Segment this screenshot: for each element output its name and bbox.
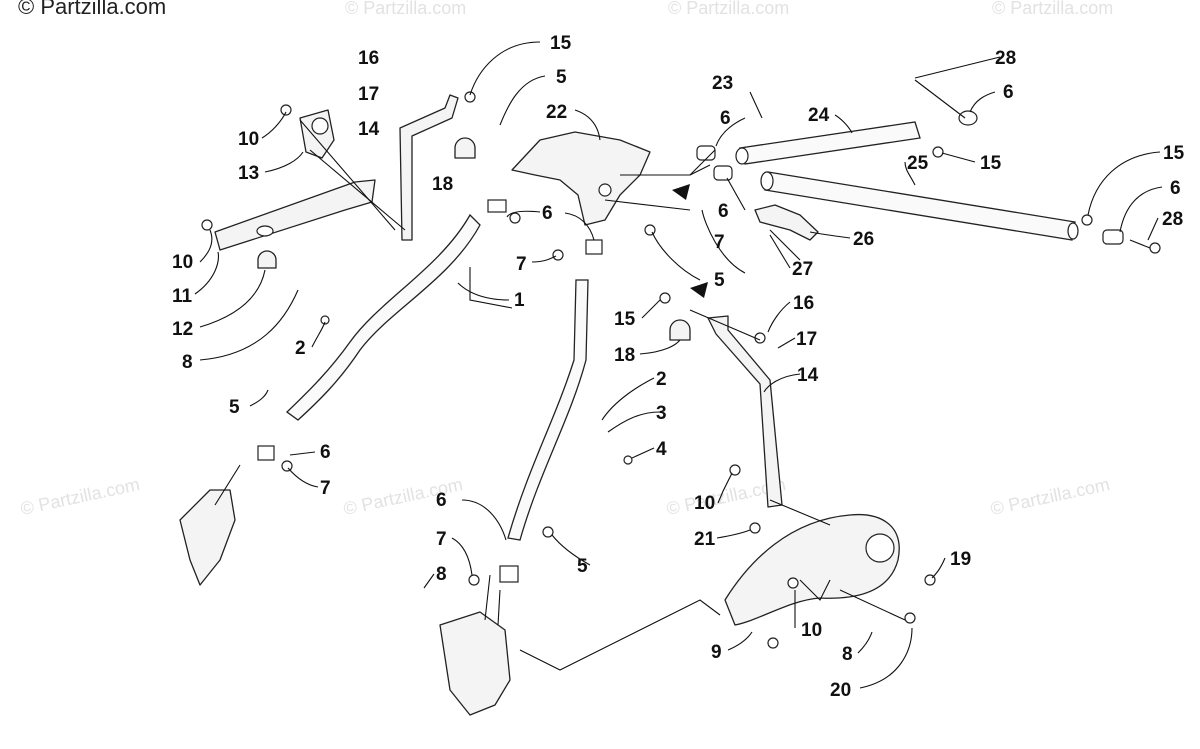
callout-4: 4 <box>656 439 667 460</box>
copyright-text: © Partzilla.com <box>18 0 166 19</box>
bushing <box>713 165 733 181</box>
callout-6: 6 <box>718 201 729 222</box>
callout-7: 7 <box>320 478 331 499</box>
watermark: © Partzilla.com <box>668 0 789 18</box>
callout-22: 22 <box>546 102 567 123</box>
callout-5: 5 <box>556 67 567 88</box>
brace-hole <box>256 225 274 237</box>
bushing <box>696 145 716 161</box>
callout-11: 11 <box>172 286 193 307</box>
callout-19: 19 <box>950 549 971 570</box>
callout-26: 26 <box>853 229 874 250</box>
callout-28: 28 <box>1162 209 1183 230</box>
callout-5: 5 <box>229 397 240 418</box>
callout-14: 14 <box>358 119 380 140</box>
bracket-26 <box>754 204 819 241</box>
callout-labels: 15 16 17 5 22 14 10 13 18 23 24 6 28 6 1… <box>172 33 1185 701</box>
callout-6: 6 <box>720 108 731 129</box>
callout-24: 24 <box>808 105 830 126</box>
callout-2: 2 <box>656 369 667 390</box>
callout-21: 21 <box>694 529 716 550</box>
assembly-lines <box>214 79 1151 671</box>
callout-25: 25 <box>907 153 929 174</box>
left-frame-casting <box>179 489 236 586</box>
left-brace <box>214 179 376 251</box>
head-bore <box>598 183 612 197</box>
callout-6: 6 <box>436 490 447 511</box>
callout-8: 8 <box>182 352 193 373</box>
callout-10: 10 <box>801 620 822 641</box>
clamp-small <box>487 199 507 213</box>
callout-17: 17 <box>358 84 379 105</box>
clamp <box>257 250 277 269</box>
upright-strap-left <box>399 94 459 241</box>
callout-10: 10 <box>172 252 193 273</box>
tube-end <box>735 147 749 165</box>
callout-7: 7 <box>714 232 725 253</box>
callout-27: 27 <box>792 259 813 280</box>
tube-upper <box>739 121 921 165</box>
callout-16: 16 <box>358 48 379 69</box>
callout-28: 28 <box>995 48 1016 69</box>
upright-strap-right <box>707 315 783 508</box>
callout-5: 5 <box>577 556 588 577</box>
hardware <box>201 91 1161 649</box>
callout-10: 10 <box>694 493 715 514</box>
main-tube-right-leg <box>507 279 589 541</box>
direction-arrow <box>690 282 708 298</box>
main-tube-left-leg <box>285 213 481 421</box>
callout-12: 12 <box>172 319 193 340</box>
plate-hole <box>865 533 895 563</box>
callout-9: 9 <box>711 642 722 663</box>
clamp-small <box>585 239 603 255</box>
callout-8: 8 <box>436 564 447 585</box>
callout-10: 10 <box>238 129 259 150</box>
callout-17: 17 <box>796 329 817 350</box>
watermark: © Partzilla.com <box>345 0 466 18</box>
parts-artwork <box>179 79 1161 716</box>
clamp-small <box>499 565 519 583</box>
watermark: © Partzilla.com <box>19 474 142 519</box>
callout-23: 23 <box>712 73 733 94</box>
callout-1: 1 <box>514 290 525 311</box>
watermark: © Partzilla.com <box>989 474 1112 519</box>
callout-20: 20 <box>830 680 851 701</box>
callout-18: 18 <box>432 174 453 195</box>
callout-6: 6 <box>320 442 331 463</box>
callout-6: 6 <box>542 203 553 224</box>
callout-7: 7 <box>516 254 527 275</box>
callout-leaders <box>194 41 1163 689</box>
callout-2: 2 <box>295 338 306 359</box>
callout-18: 18 <box>614 345 635 366</box>
bushing <box>958 110 978 126</box>
tube-end <box>760 171 774 191</box>
callout-8: 8 <box>842 644 853 665</box>
callout-15: 15 <box>614 309 636 330</box>
callout-5: 5 <box>714 270 725 291</box>
callout-15: 15 <box>980 153 1002 174</box>
callout-15: 15 <box>1163 143 1185 164</box>
clamp-small <box>257 445 275 461</box>
bushing <box>1102 229 1124 245</box>
lower-frame-casting <box>439 611 511 716</box>
callout-7: 7 <box>436 529 447 550</box>
tube-end <box>1067 222 1079 240</box>
callout-3: 3 <box>656 403 667 424</box>
right-mount-plate <box>724 513 900 626</box>
direction-arrow <box>672 184 690 200</box>
watermark: © Partzilla.com <box>992 0 1113 18</box>
callout-15: 15 <box>550 33 572 54</box>
callout-6: 6 <box>1170 178 1181 199</box>
callout-16: 16 <box>793 293 814 314</box>
callout-13: 13 <box>238 163 259 184</box>
clamp-top <box>454 137 476 159</box>
clamp-right <box>669 319 691 341</box>
bracket-hole <box>311 117 329 135</box>
callout-14: 14 <box>797 365 819 386</box>
callout-6: 6 <box>1003 82 1014 103</box>
